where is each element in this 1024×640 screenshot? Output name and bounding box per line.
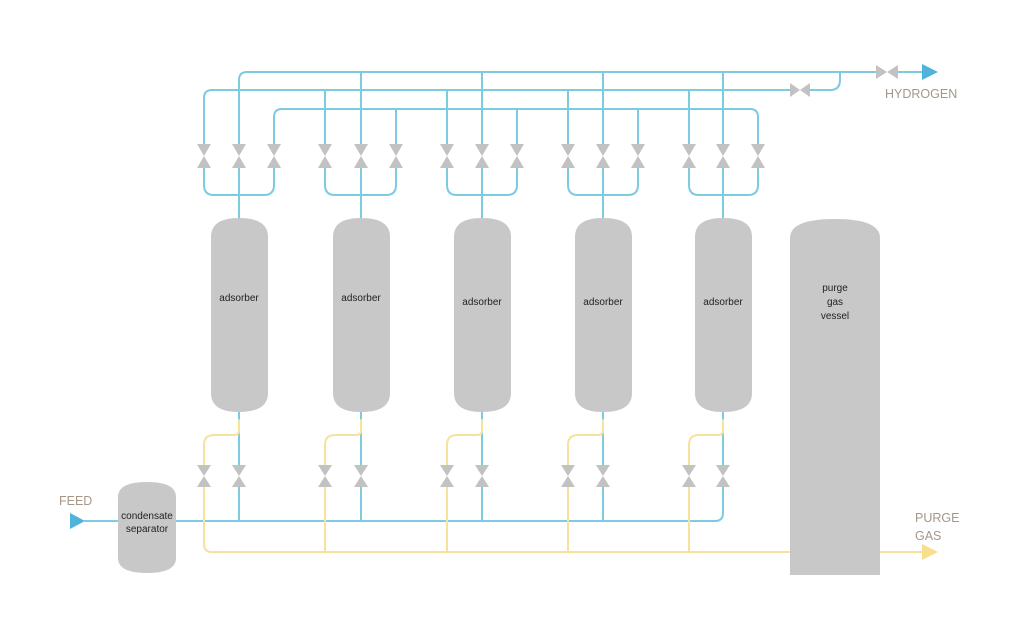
purge-gas-label-line2: GAS (915, 529, 941, 543)
hydrogen-piping (84, 71, 923, 522)
adsorber-vessel-4 (575, 218, 632, 412)
valve-icon[interactable] (682, 144, 696, 168)
purge-gas-vessel (790, 219, 880, 575)
valve-icon[interactable] (790, 83, 810, 97)
valve-icon[interactable] (596, 144, 610, 168)
valve-icon[interactable] (440, 465, 454, 487)
purge-gas-outlet-arrow-icon (922, 544, 938, 560)
valve-icon[interactable] (751, 144, 765, 168)
valve-icon[interactable] (716, 465, 730, 487)
valve-icon[interactable] (197, 465, 211, 487)
valve-icon[interactable] (232, 465, 246, 487)
valve-icon[interactable] (389, 144, 403, 168)
valve-icon[interactable] (716, 144, 730, 168)
valve-icon[interactable] (561, 144, 575, 168)
condensate-separator-vessel (118, 482, 176, 573)
valve-icon[interactable] (475, 465, 489, 487)
valve-icon[interactable] (197, 144, 211, 168)
purge-gas-vessel-label-line1: purge (822, 283, 848, 294)
valve-icon[interactable] (510, 144, 524, 168)
adsorber-vessel-3 (454, 218, 511, 412)
feed-label: FEED (59, 494, 92, 508)
purge-gas-vessel-label-line2: gas (827, 297, 843, 308)
adsorber-vessel-5 (695, 218, 752, 412)
valve-icon[interactable] (354, 465, 368, 487)
adsorber-label: adsorber (583, 297, 623, 308)
hydrogen-outlet-arrow-icon (922, 64, 938, 80)
adsorber-vessel-1 (211, 218, 268, 412)
valve-icon[interactable] (318, 144, 332, 168)
purge-gas-vessel-label-line3: vessel (821, 311, 849, 322)
valve-icon[interactable] (354, 144, 368, 168)
valve-icon[interactable] (682, 465, 696, 487)
adsorber-label: adsorber (341, 293, 381, 304)
condensate-separator-label-line1: condensate (121, 511, 173, 522)
valve-icon[interactable] (318, 465, 332, 487)
feed-inlet-arrow-icon (70, 513, 85, 529)
hydrogen-label: HYDROGEN (885, 87, 957, 101)
adsorber-label: adsorber (462, 297, 502, 308)
valve-group (197, 65, 898, 487)
adsorber-label: adsorber (219, 293, 259, 304)
condensate-separator-label-line2: separator (126, 524, 169, 535)
valve-icon[interactable] (596, 465, 610, 487)
valve-icon[interactable] (232, 144, 246, 168)
valve-icon[interactable] (440, 144, 454, 168)
valve-icon[interactable] (475, 144, 489, 168)
valve-icon[interactable] (561, 465, 575, 487)
valve-icon[interactable] (876, 65, 898, 79)
adsorber-vessel-2 (333, 218, 390, 412)
purge-gas-label-line1: PURGE (915, 511, 959, 525)
valve-icon[interactable] (631, 144, 645, 168)
valve-icon[interactable] (267, 144, 281, 168)
adsorber-label: adsorber (703, 297, 743, 308)
purge-gas-piping (203, 419, 923, 553)
